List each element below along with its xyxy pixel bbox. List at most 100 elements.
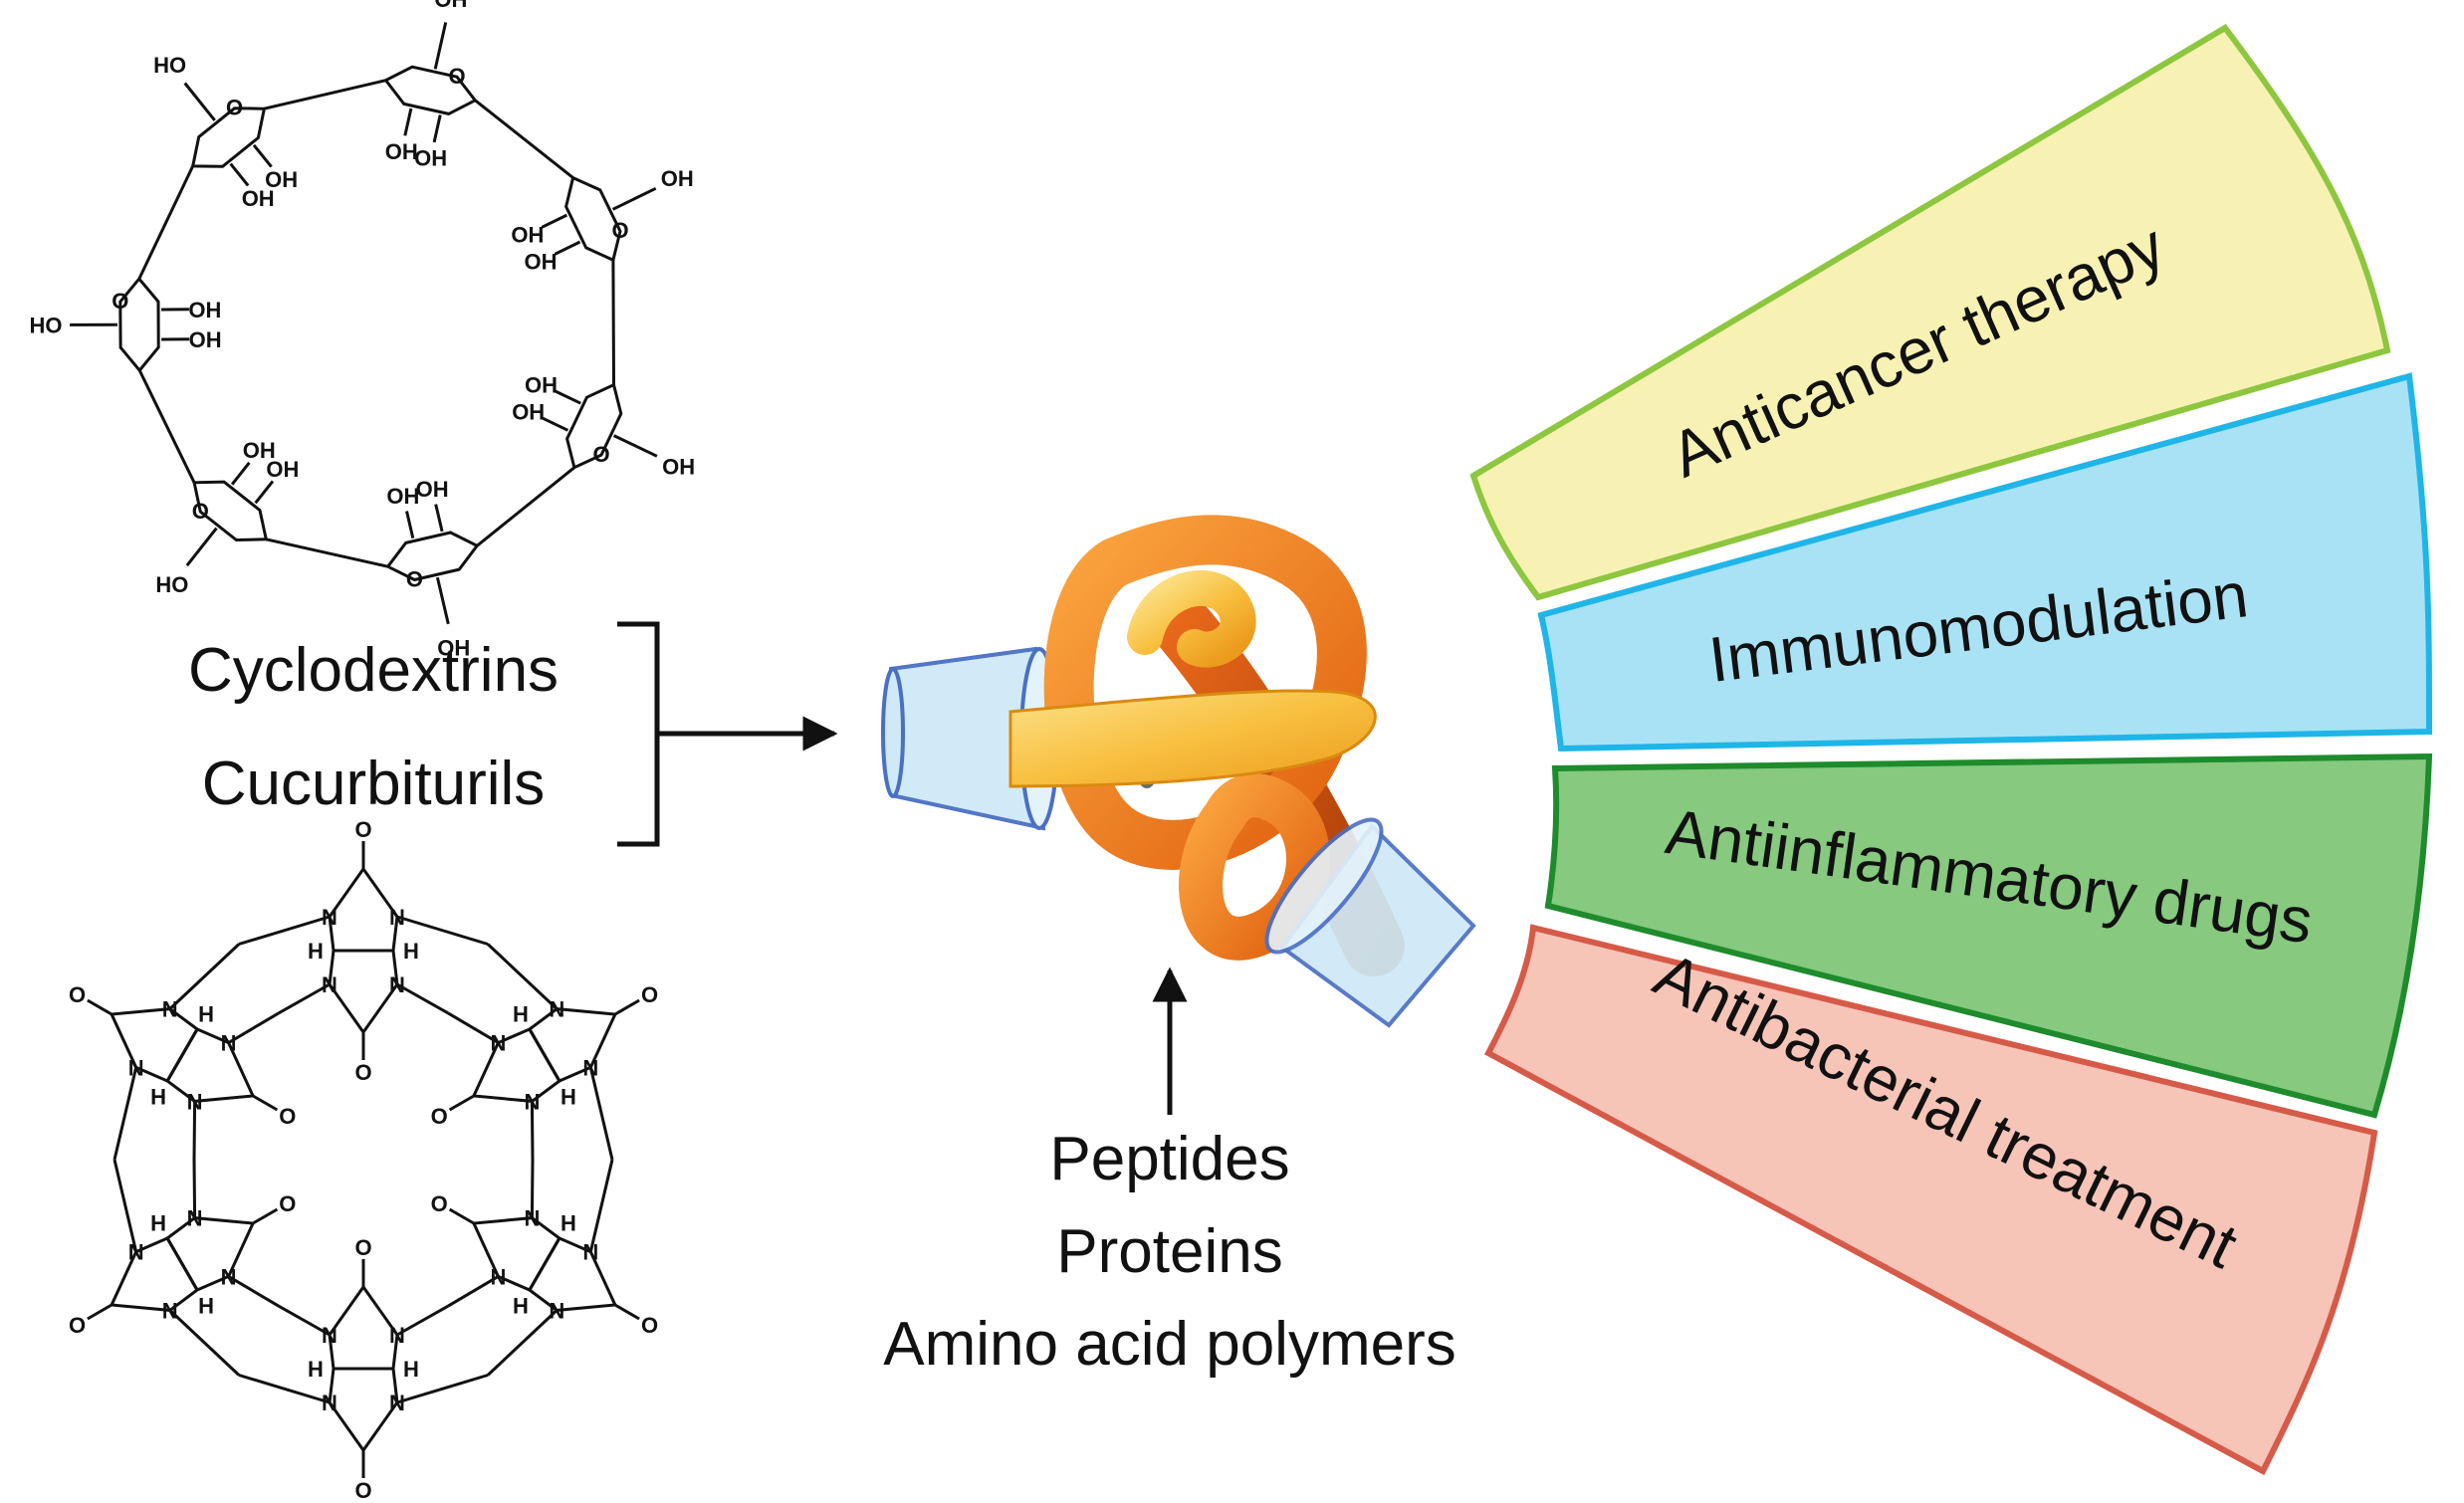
hydroxyl-label: OH — [242, 186, 275, 211]
glycosidic-bond — [137, 369, 196, 484]
hydroxymethyl-bond — [611, 186, 657, 211]
methylene-bridge — [192, 1101, 197, 1161]
hydroxyl-label: OH — [189, 327, 222, 352]
carbonyl-bond — [252, 1207, 279, 1225]
host-label-cyclodextrins: Cyclodextrins — [188, 636, 559, 705]
glycosidic-bond — [476, 466, 575, 547]
methylene-bridge — [396, 915, 489, 946]
carbonyl-oxygen-label: O — [354, 1060, 371, 1085]
carbonyl-bond — [448, 1207, 475, 1225]
hydroxymethyl-bond — [435, 576, 450, 625]
ring-oxygen-label: O — [612, 218, 629, 243]
hydrogen-label: H — [560, 1210, 576, 1235]
carbonyl-oxygen-label: O — [69, 1313, 86, 1338]
methylene-bridge — [238, 915, 331, 946]
imidazolone-ring — [109, 1007, 200, 1083]
hydroxyl-bond — [230, 461, 251, 486]
hydroxyl-label: OH — [661, 166, 694, 191]
glucose-ring — [190, 107, 267, 168]
hydroxyl-label: OH — [437, 635, 470, 660]
glycosidic-bond — [137, 165, 195, 280]
ring-oxygen-label: O — [406, 567, 423, 592]
nitrogen-label: N — [221, 1264, 237, 1289]
host-cup-right-icon — [1264, 817, 1476, 1028]
hydroxyl-label: OH — [243, 438, 276, 463]
ring-oxygen-label: O — [192, 499, 209, 524]
methylene-bridge — [530, 1101, 535, 1161]
imidazolone-ring — [527, 1007, 618, 1083]
nitrogen-label: N — [582, 1240, 598, 1265]
hydroxyl-label: OH — [525, 249, 558, 274]
carbonyl-bond — [614, 1303, 640, 1321]
hydrogen-label: H — [308, 1357, 324, 1382]
methylene-bridge — [278, 982, 331, 1015]
guest-label-amino-acid-polymers: Amino acid polymers — [883, 1310, 1456, 1379]
hydroxyl-bond — [403, 107, 413, 136]
carbonyl-oxygen-label: O — [69, 982, 86, 1007]
methylene-bridge — [238, 1374, 331, 1404]
methylene-bridge — [486, 943, 559, 1010]
imidazolone-ring — [165, 1216, 256, 1292]
hydroxyl-bond — [254, 480, 275, 505]
hydrogen-label: H — [150, 1085, 166, 1110]
hydrogen-label: H — [198, 1001, 214, 1026]
hydroxyl-label: OH — [662, 455, 695, 480]
ring-oxygen-label: O — [448, 64, 465, 89]
hydroxyl-label: OH — [188, 298, 221, 322]
guest-label-peptides: Peptides — [1049, 1125, 1289, 1193]
nitrogen-label: N — [221, 1031, 237, 1056]
guest-label-proteins: Proteins — [1056, 1217, 1282, 1286]
nitrogen-label: N — [128, 1240, 144, 1265]
methylene-bridge — [168, 1309, 241, 1377]
hydroxymethyl-bond — [185, 527, 218, 567]
cyclodextrin-structure-icon: OOHOHOHOOHOHOHOOHOHOHOOHOHOHOHOOHOHOHOOH… — [30, 0, 696, 660]
hydroxyl-label: OH — [265, 167, 298, 192]
methylene-bridge — [396, 982, 449, 1015]
hydroxymethyl-bond — [433, 22, 448, 70]
nitrogen-label: N — [128, 1055, 144, 1080]
hydrogen-label: H — [513, 1294, 529, 1319]
nitrogen-label: N — [187, 1206, 203, 1231]
glucose-ring — [118, 276, 160, 373]
bridge-bond — [528, 1028, 561, 1082]
hydroxyl-label: HO — [153, 53, 186, 78]
glucose-ring — [385, 531, 480, 582]
carbonyl-oxygen-label: O — [431, 1191, 448, 1216]
application-antibacterial-treatment: Antibacterial treatment — [1483, 924, 2378, 1476]
methylene-bridge — [192, 1159, 197, 1218]
nitrogen-label: N — [187, 1089, 203, 1114]
methylene-bridge — [396, 1304, 449, 1337]
hydroxyl-label: HO — [155, 572, 188, 597]
hydroxyl-label: OH — [511, 222, 544, 247]
hydroxyl-bond — [555, 389, 581, 405]
nitrogen-label: N — [490, 1031, 506, 1056]
hydroxyl-bond — [432, 114, 442, 143]
carbonyl-oxygen-label: O — [354, 1235, 371, 1260]
nitrogen-label: N — [162, 1298, 178, 1323]
hydroxyl-bond — [541, 213, 568, 229]
ring-oxygen-label: O — [593, 442, 610, 467]
nitrogen-label: N — [389, 1323, 405, 1348]
carbonyl-bond — [87, 1303, 112, 1321]
glucose-ring — [192, 480, 269, 542]
carbonyl-oxygen-label: O — [354, 817, 371, 842]
hydrogen-label: H — [308, 939, 324, 964]
hydroxyl-label: OH — [525, 372, 558, 397]
carbonyl-bond — [448, 1094, 475, 1112]
imidazolone-ring — [328, 866, 399, 953]
glycosidic-bond — [611, 260, 615, 385]
glycosidic-bond — [474, 99, 574, 179]
bracket — [617, 621, 660, 847]
hydroxyl-label: OH — [266, 457, 299, 482]
ring-oxygen-label: O — [112, 289, 128, 314]
methylene-bridge — [396, 1374, 489, 1404]
imidazolone-ring — [328, 1284, 399, 1371]
glycosidic-bond — [264, 79, 386, 110]
imidazolone-ring — [328, 1367, 399, 1453]
hydroxyl-bond — [252, 143, 273, 168]
nitrogen-label: N — [389, 1391, 405, 1415]
methylene-bridge — [168, 943, 241, 1010]
methylene-bridge — [227, 1011, 280, 1044]
nitrogen-label: N — [162, 997, 178, 1022]
